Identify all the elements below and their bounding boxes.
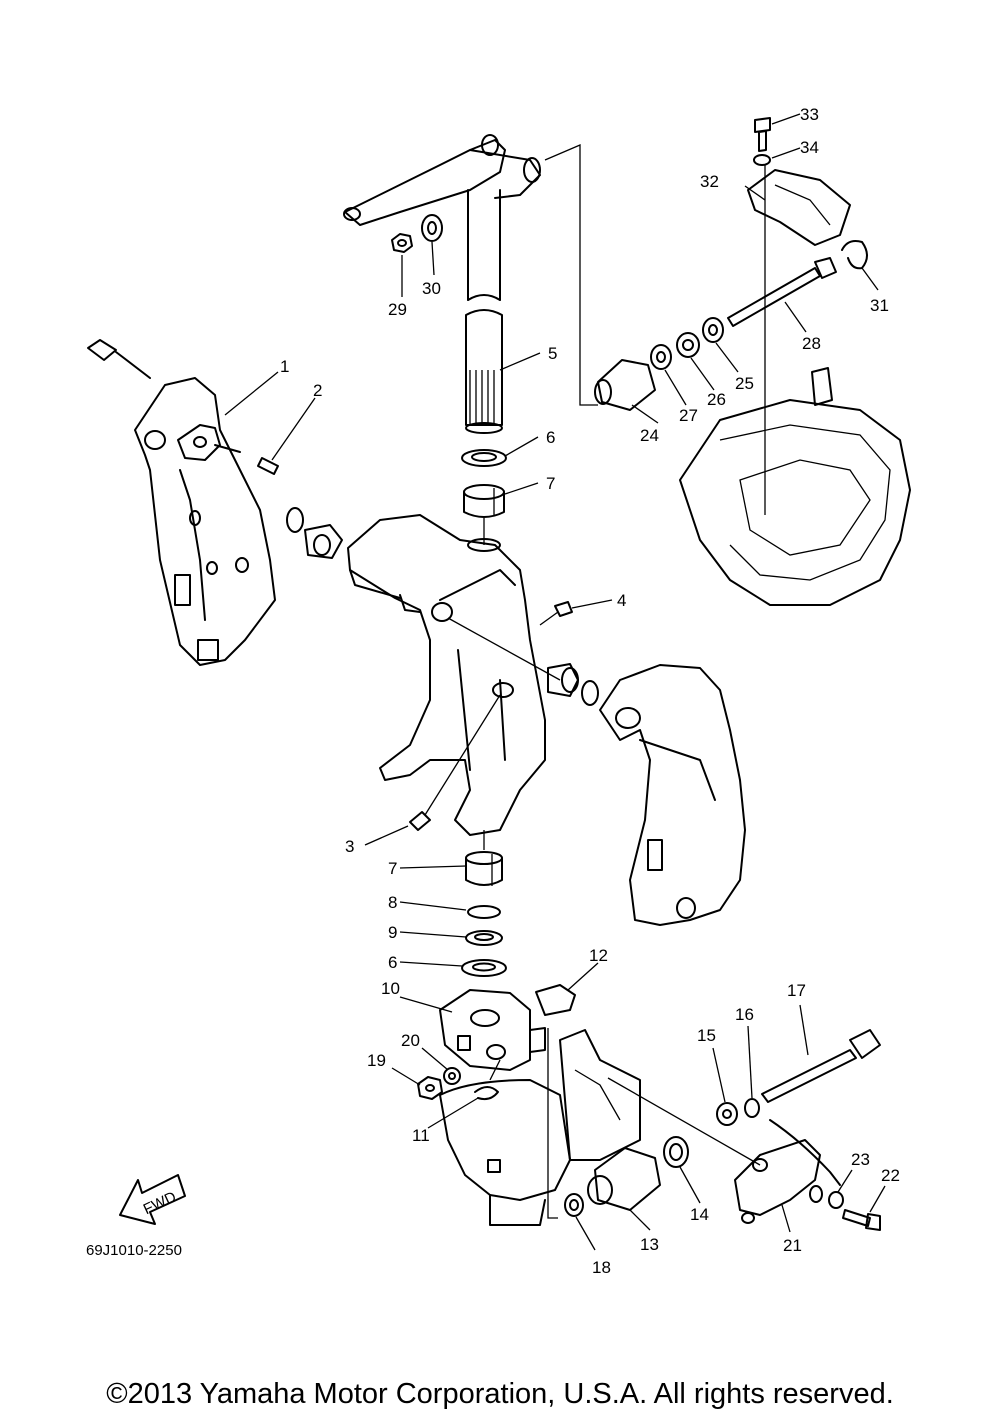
callout-25: 25	[735, 374, 754, 393]
callout-8: 8	[388, 893, 397, 912]
washer-25	[702, 317, 724, 343]
callout-11: 11	[412, 1126, 430, 1145]
bracket-21	[734, 1119, 841, 1224]
callout-5: 5	[548, 344, 557, 363]
washer-6-upper	[461, 449, 507, 467]
screw-2	[257, 457, 279, 475]
callout-17: 17	[787, 981, 806, 1000]
bushing-7-lower	[465, 851, 503, 886]
washer-23	[828, 1191, 844, 1209]
bushing-right	[547, 663, 599, 706]
callout-2: 2	[313, 381, 322, 400]
callout-9: 9	[388, 923, 397, 942]
callout-6-upper: 6	[546, 428, 555, 447]
callout-1: 1	[280, 357, 289, 376]
screw-line	[424, 694, 501, 816]
clamp-bracket-right	[599, 664, 746, 926]
callout-19: 19	[367, 1051, 386, 1070]
grease-nipple-4	[554, 601, 573, 617]
callout-20: 20	[401, 1031, 420, 1050]
callout-32: 32	[700, 172, 719, 191]
callout-labels: 1 2 3 4 5 6 7 8 9 6 7 10 11 12 13 14 15 …	[280, 105, 900, 1277]
washer-14	[663, 1136, 689, 1168]
callout-24: 24	[640, 426, 659, 445]
callout-7-upper: 7	[546, 474, 555, 493]
callout-22: 22	[881, 1166, 900, 1185]
bolt-17	[761, 1029, 881, 1103]
bolt-33	[754, 117, 771, 152]
fwd-arrow: FWD	[119, 1174, 186, 1225]
callout-leaders	[224, 113, 886, 1251]
bolt-28	[727, 257, 837, 327]
callout-23: 23	[851, 1150, 870, 1169]
damper-13	[587, 1147, 661, 1211]
callout-15: 15	[697, 1026, 716, 1045]
callout-6-lower: 6	[388, 953, 397, 972]
callout-34: 34	[800, 138, 819, 157]
grommet-31	[841, 240, 868, 270]
frame-line-bottom	[547, 1028, 558, 1219]
assembly-frame-line	[544, 144, 598, 406]
callout-30: 30	[422, 279, 441, 298]
washer-18	[564, 1193, 584, 1217]
bracket-pin-line	[489, 1059, 501, 1081]
copyright-notice: ©2013 Yamaha Motor Corporation, U.S.A. A…	[106, 1378, 894, 1410]
callout-12: 12	[589, 946, 608, 965]
washer-15	[716, 1102, 738, 1126]
grease-line	[539, 611, 559, 626]
washer-9	[465, 930, 503, 946]
steering-arm	[343, 134, 541, 434]
upper-mount-24	[594, 359, 656, 411]
bushing-7-upper	[463, 484, 505, 518]
o-ring-8	[467, 905, 501, 919]
clamp-bracket-left	[134, 377, 276, 666]
washer-34	[753, 154, 771, 166]
steering-bracket-10	[439, 989, 546, 1071]
bracket-32	[747, 169, 851, 246]
nut-29	[391, 233, 413, 253]
washer-30	[421, 214, 443, 242]
callout-10: 10	[381, 979, 400, 998]
callout-4: 4	[617, 591, 626, 610]
callout-28: 28	[802, 334, 821, 353]
lower-mount-bracket	[439, 1029, 641, 1226]
bolt-line	[607, 1077, 761, 1166]
trim-sensor-1	[87, 339, 241, 461]
nut-19	[417, 1076, 443, 1100]
bolt-22	[842, 1209, 881, 1231]
callout-31: 31	[870, 296, 889, 315]
callout-14: 14	[690, 1205, 709, 1224]
washer-small	[809, 1185, 823, 1203]
callout-29: 29	[388, 300, 407, 319]
grommet-12	[535, 984, 576, 1016]
washer-20	[443, 1067, 461, 1085]
washer-6-lower	[461, 959, 507, 977]
bushing-left	[286, 507, 343, 559]
upper-casing	[679, 367, 911, 606]
callout-26: 26	[707, 390, 726, 409]
washer-27	[650, 344, 672, 370]
callout-7-lower: 7	[388, 859, 397, 878]
screw-3	[409, 811, 431, 831]
callout-18: 18	[592, 1258, 611, 1277]
washer-16	[744, 1098, 760, 1118]
callout-27: 27	[679, 406, 698, 425]
diagram-code: 69J1010-2250	[86, 1242, 182, 1259]
washer-26	[676, 332, 700, 358]
callout-33: 33	[800, 105, 819, 124]
fwd-label: FWD	[141, 1188, 179, 1218]
pin-line	[447, 617, 561, 681]
callout-3: 3	[345, 837, 354, 856]
callout-16: 16	[735, 1005, 754, 1024]
clip-11	[474, 1086, 499, 1101]
callout-21: 21	[783, 1236, 802, 1255]
swivel-bracket	[347, 514, 546, 836]
callout-13: 13	[640, 1235, 659, 1254]
